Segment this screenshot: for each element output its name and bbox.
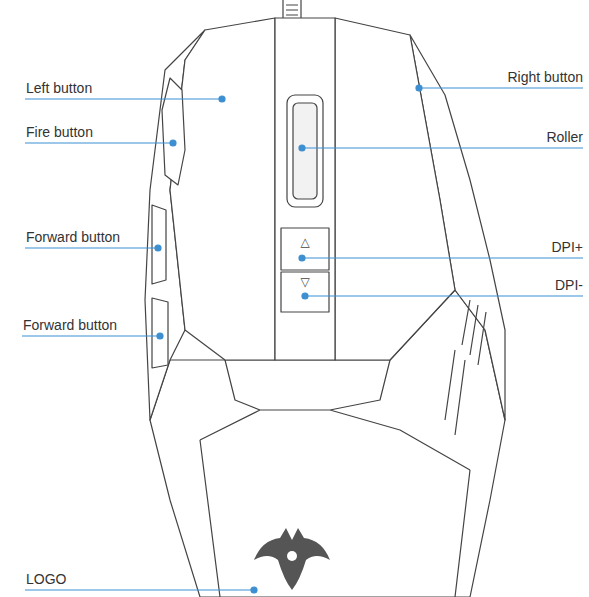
dpi-plus-button [281, 228, 329, 270]
part-label: Roller [546, 129, 583, 145]
center-strip [275, 18, 335, 360]
button-symbol: ▽ [300, 276, 309, 289]
part-label: Fire button [26, 124, 93, 140]
cable [283, 0, 301, 20]
part-label: DPI+ [551, 239, 583, 255]
vents [445, 300, 486, 435]
part-label: Left button [26, 80, 92, 96]
dpi-minus-button [281, 272, 329, 312]
forward-button-1 [152, 205, 166, 284]
bat-logo [254, 528, 330, 590]
part-label: LOGO [26, 571, 66, 587]
part-label: DPI- [555, 277, 583, 293]
roller [287, 95, 323, 207]
leader-lines [22, 85, 583, 593]
right-button [335, 18, 455, 360]
forward-button-2 [152, 298, 168, 368]
fire-button [162, 78, 185, 185]
part-label: Right button [508, 69, 584, 85]
left-button [170, 18, 275, 360]
part-label: Forward button [26, 229, 120, 245]
button-symbol: △ [300, 236, 309, 249]
part-label: Forward button [23, 317, 117, 333]
